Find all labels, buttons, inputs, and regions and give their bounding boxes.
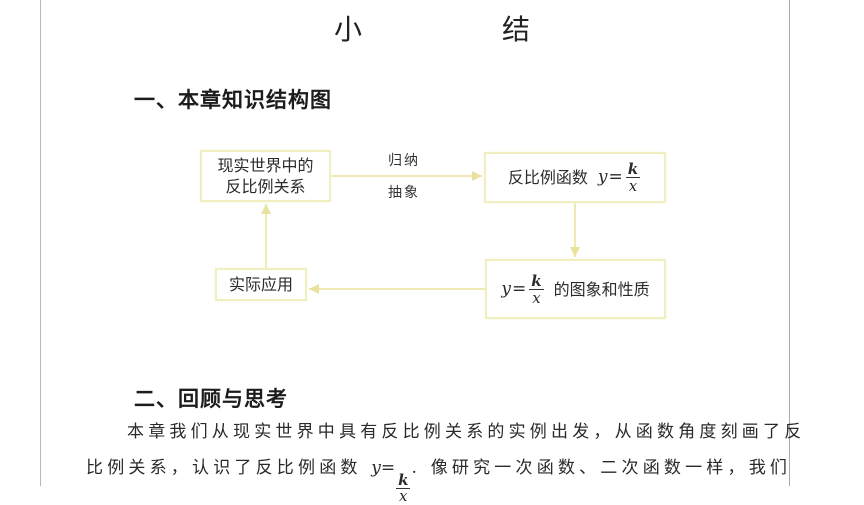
fraction-numerator: k xyxy=(625,160,641,178)
formula-lhs: y xyxy=(501,278,511,299)
inline-fraction-numerator: k xyxy=(396,471,411,489)
formula-eq: = xyxy=(608,167,623,187)
formula-y-equals-k-over-x: y = k x xyxy=(501,273,545,306)
inline-formula-lhs: y xyxy=(371,458,381,478)
formula-lhs: y xyxy=(597,167,608,187)
page-left-border xyxy=(40,0,41,486)
node-function-text: 反比例函数 xyxy=(507,168,588,187)
paragraph-line-2-end: . 像研究一次函数、二次函数一样，我们 xyxy=(411,458,792,478)
node-inverse-function: 反比例函数 y = k x xyxy=(484,152,666,203)
page-title: 小 结 xyxy=(333,13,586,46)
node-practical-application: 实际应用 xyxy=(215,268,307,301)
fraction: k x xyxy=(529,271,544,307)
fraction-numerator: k xyxy=(529,271,544,290)
inline-fraction-denominator: x xyxy=(399,487,408,505)
edge-label-induction: 归纳 xyxy=(388,153,420,169)
edge-label-abstraction: 抽象 xyxy=(388,185,420,201)
inline-formula-eq: = xyxy=(380,458,396,478)
page-right-border xyxy=(789,0,790,486)
formula-eq: = xyxy=(511,278,527,299)
node-graph-text: 的图象和性质 xyxy=(553,279,650,299)
paragraph-line-1: 本章我们从现实世界中具有反比例关系的实例出发，从函数角度刻画了反 xyxy=(127,422,806,442)
section-heading-knowledge-structure: 一、本章知识结构图 xyxy=(134,88,332,112)
fraction-denominator: x xyxy=(532,288,541,307)
node-application-text: 实际应用 xyxy=(228,275,293,294)
node-graph-and-properties: y = k x 的图象和性质 xyxy=(485,259,666,319)
node-real-world-line2: 反比例关系 xyxy=(225,177,306,196)
node-real-world-line1: 现实世界中的 xyxy=(217,156,314,175)
formula-y-equals-k-over-x: y = k x xyxy=(598,161,642,194)
paragraph-line-2-start: 比例关系，认识了反比例函数 xyxy=(86,458,362,478)
fraction-denominator: x xyxy=(628,177,638,195)
node-real-world-inverse-relation: 现实世界中的 反比例关系 xyxy=(200,150,331,202)
fraction: k x xyxy=(625,160,641,195)
diagram-arrows xyxy=(261,171,580,294)
section-heading-review: 二、回顾与思考 xyxy=(134,387,288,411)
